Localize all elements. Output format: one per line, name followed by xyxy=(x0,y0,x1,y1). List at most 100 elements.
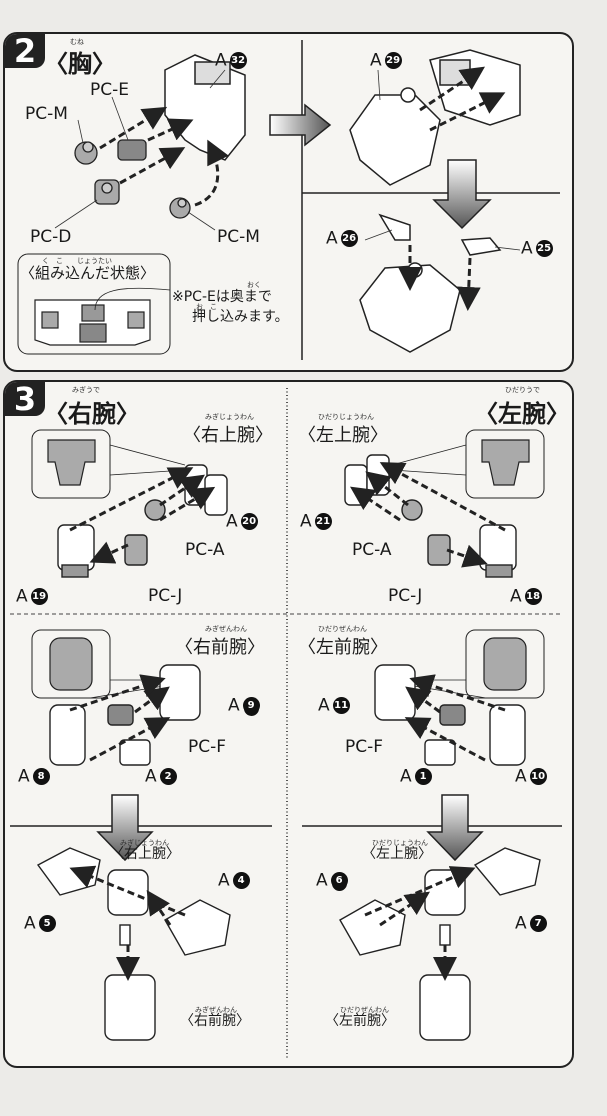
step-3-number: 3 xyxy=(5,382,45,416)
part-number: 32 xyxy=(229,52,247,69)
left-fore-title: 〈左前腕〉 xyxy=(298,637,388,658)
label-pc-f: PC-F xyxy=(188,737,227,757)
label-prefix: A xyxy=(521,238,533,259)
right-upper-ruby: みぎじょうわん xyxy=(120,839,169,847)
part-number: 7 xyxy=(529,915,547,932)
label-pc-e: PC-E xyxy=(90,80,129,100)
part-number: 18 xyxy=(524,588,542,605)
right-fore-ruby: みぎぜんわん xyxy=(205,625,247,633)
arrow-right-icon xyxy=(269,103,332,147)
label-prefix: A xyxy=(370,50,382,71)
label-prefix: A xyxy=(18,766,30,787)
arrow-down-icon xyxy=(426,794,484,862)
left-upper-title: 〈左上腕〉 xyxy=(362,846,432,862)
label-prefix: A xyxy=(515,913,527,934)
inset-assembled-chest xyxy=(34,299,151,346)
right-fore-title: 〈右前腕〉 xyxy=(175,637,265,658)
polycap-parts xyxy=(74,139,191,219)
label-prefix: A xyxy=(400,766,412,787)
arrow-down-icon xyxy=(96,794,154,862)
note-ruby: お こ xyxy=(196,303,217,311)
label-prefix: A xyxy=(16,586,28,607)
right-fore-title: 〈右前腕〉 xyxy=(180,1013,250,1029)
left-arm-title: 〈左腕〉 xyxy=(474,400,570,428)
arrow-down-icon xyxy=(432,159,492,230)
right-arm-title: 〈右腕〉 xyxy=(44,400,140,428)
part-number: 19 xyxy=(30,588,48,605)
label-prefix: A xyxy=(300,511,312,532)
part-number: 1 xyxy=(414,768,432,785)
label-prefix: A xyxy=(316,870,328,891)
label-prefix: A xyxy=(145,766,157,787)
inset-title-ruby: く こ じょうたい xyxy=(42,257,112,265)
step-2-number: 2 xyxy=(5,34,45,68)
left-upper-title: 〈左上腕〉 xyxy=(298,425,388,446)
chest-part-a32 xyxy=(164,54,246,161)
label-prefix: A xyxy=(218,870,230,891)
step-2-title-ruby: むね xyxy=(70,38,84,46)
label-pc-a: PC-A xyxy=(185,540,225,560)
label-prefix: A xyxy=(228,695,240,716)
part-number: 4 xyxy=(232,872,250,889)
label-pc-j: PC-J xyxy=(388,586,423,606)
label-prefix: A xyxy=(326,228,338,249)
part-number: 5 xyxy=(38,915,56,932)
right-arm-ruby: みぎうで xyxy=(72,386,100,394)
part-number: 11 xyxy=(332,697,350,714)
part-number: 9 xyxy=(242,697,260,714)
note-line-2: 押し込みます。 xyxy=(192,309,289,325)
part-number: 2 xyxy=(159,768,177,785)
label-prefix: A xyxy=(515,766,527,787)
part-number: 8 xyxy=(32,768,50,785)
right-upper-ruby: みぎじょうわん xyxy=(205,413,254,421)
label-prefix: A xyxy=(24,913,36,934)
label-pc-d: PC-D xyxy=(30,227,72,247)
left-arm-ruby: ひだりうで xyxy=(505,386,540,394)
note-line-1: ※PC-Eは奥まで xyxy=(172,289,272,305)
right-fore-ruby: みぎぜんわん xyxy=(195,1006,237,1014)
right-upper-title: 〈右上腕〉 xyxy=(183,425,273,446)
part-number: 20 xyxy=(240,513,258,530)
label-pc-a: PC-A xyxy=(352,540,392,560)
label-prefix: A xyxy=(226,511,238,532)
right-upper-title: 〈右上腕〉 xyxy=(110,846,180,862)
part-number: 26 xyxy=(340,230,358,247)
note-ruby: おく xyxy=(247,281,261,289)
left-upper-ruby: ひだりじょうわん xyxy=(372,839,428,847)
part-number: 29 xyxy=(384,52,402,69)
part-number: 25 xyxy=(535,240,553,257)
label-pc-j: PC-J xyxy=(148,586,183,606)
left-fore-ruby: ひだりぜんわん xyxy=(340,1006,389,1014)
part-number: 10 xyxy=(529,768,547,785)
left-fore-ruby: ひだりぜんわん xyxy=(318,625,367,633)
label-prefix: A xyxy=(215,50,227,71)
label-pc-m: PC-M xyxy=(217,227,260,247)
part-number: 6 xyxy=(330,872,348,889)
part-number: 21 xyxy=(314,513,332,530)
step-2-title: 〈胸〉 xyxy=(44,50,116,78)
inset-title: 〈組み込んだ状態〉 xyxy=(20,264,156,282)
left-upper-ruby: ひだりじょうわん xyxy=(318,413,374,421)
label-pc-m: PC-M xyxy=(25,104,68,124)
label-prefix: A xyxy=(318,695,330,716)
